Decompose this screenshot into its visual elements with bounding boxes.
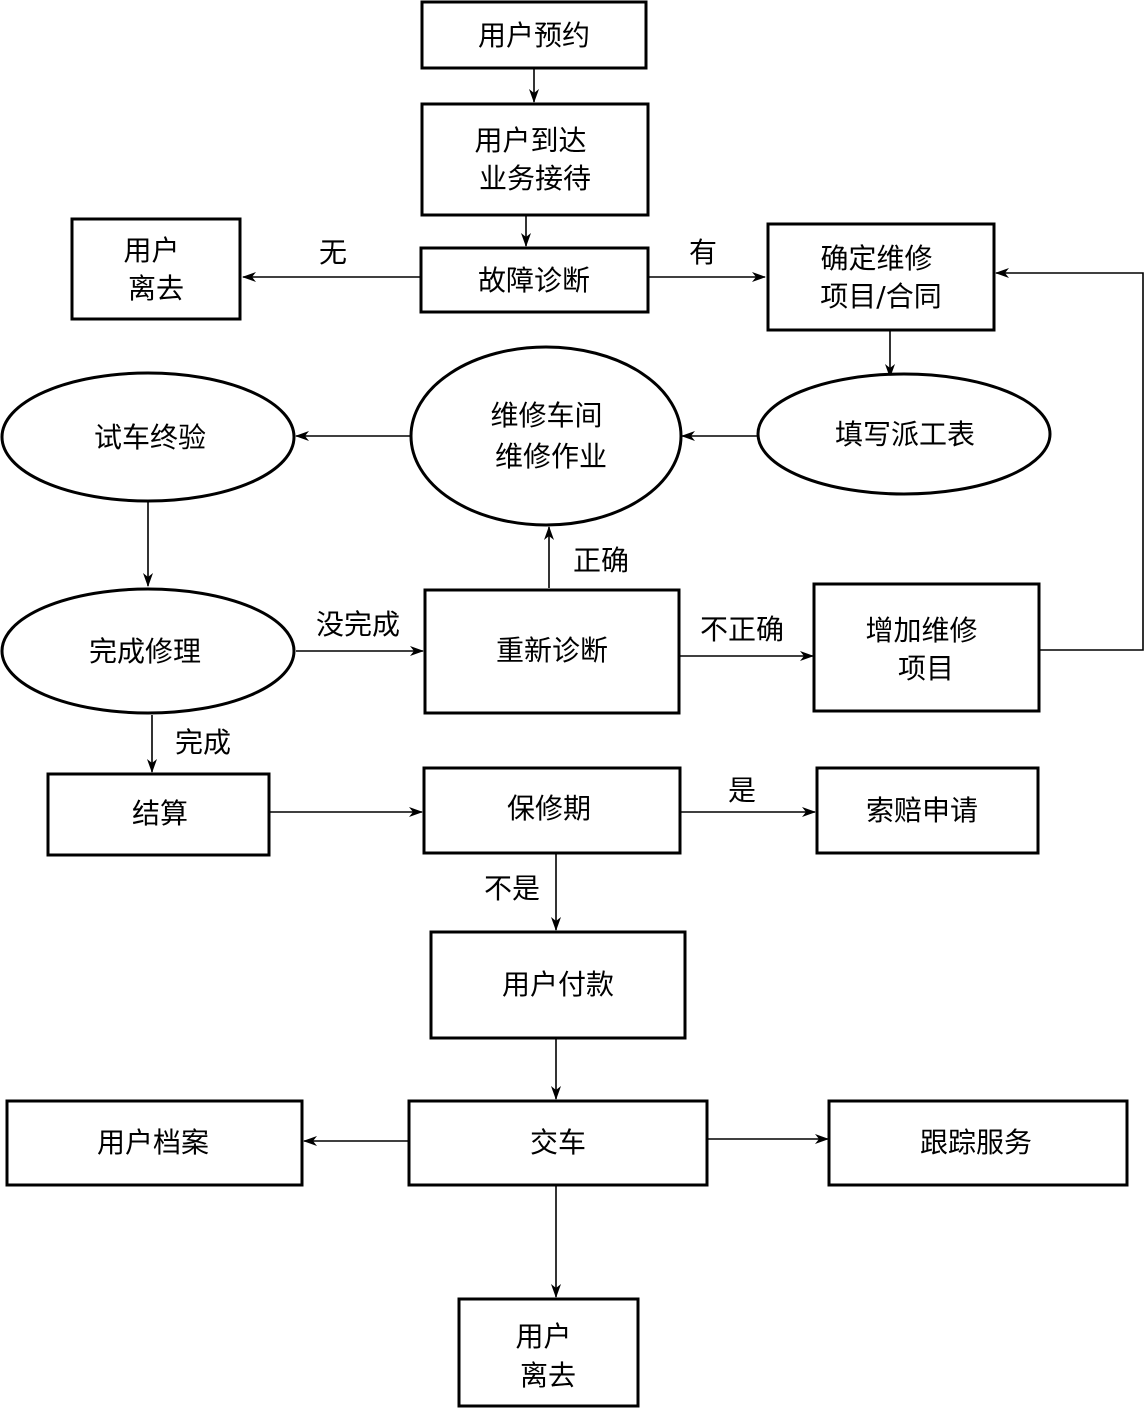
node-add-items-label: 增加维修 项目	[866, 614, 987, 685]
node-appointment-label: 用户预约	[478, 19, 590, 52]
label-yes: 是	[728, 774, 756, 807]
node-test-drive-label: 试车终验	[94, 421, 206, 454]
label-no: 不是	[484, 872, 540, 905]
label-correct: 正确	[573, 544, 629, 577]
node-leave-top: 用户 离去	[70, 217, 242, 321]
edge-labels: 无 有 正确 没完成 不正确 完成 是 不是	[175, 236, 784, 905]
node-warranty-label: 保修期	[507, 792, 591, 825]
label-not-finished: 没完成	[316, 608, 400, 641]
node-arrival-label: 用户到达 业务接待	[475, 124, 596, 195]
node-test-drive: 试车终验	[0, 371, 296, 503]
node-appointment: 用户预约	[420, 0, 648, 70]
node-complete-repair: 完成修理	[0, 587, 296, 715]
node-complete-repair-label: 完成修理	[89, 635, 201, 668]
node-delivery: 交车	[407, 1099, 709, 1187]
node-settlement: 结算	[46, 772, 271, 857]
node-workshop-label: 维修车间 维修作业	[491, 399, 612, 473]
node-add-items: 增加维修 项目	[812, 582, 1041, 713]
node-workshop: 维修车间 维修作业	[409, 345, 683, 527]
label-has: 有	[689, 236, 717, 269]
label-none: 无	[319, 236, 347, 269]
node-payment: 用户付款	[429, 930, 687, 1040]
edges	[143, 68, 1144, 1298]
node-confirm-label: 确定维修 项目/合同	[820, 242, 941, 313]
node-settlement-label: 结算	[132, 797, 188, 830]
node-follow-up-label: 跟踪服务	[920, 1126, 1032, 1159]
node-diagnosis-label: 故障诊断	[478, 264, 590, 297]
node-payment-label: 用户付款	[502, 968, 614, 1001]
node-claim-label: 索赔申请	[866, 794, 978, 827]
node-customer-file: 用户档案	[5, 1099, 304, 1187]
node-leave-top-label: 用户 离去	[124, 234, 189, 305]
node-leave-bottom: 用户 离去	[457, 1297, 640, 1408]
node-dispatch: 填写派工表	[756, 372, 1052, 496]
node-rediagnosis-label: 重新诊断	[496, 634, 608, 667]
node-follow-up: 跟踪服务	[827, 1099, 1129, 1187]
node-claim: 索赔申请	[815, 766, 1040, 855]
node-customer-file-label: 用户档案	[97, 1126, 209, 1159]
label-incorrect: 不正确	[700, 613, 784, 646]
node-diagnosis: 故障诊断	[419, 246, 650, 314]
edge-add-to-confirm	[995, 268, 1144, 651]
node-dispatch-label: 填写派工表	[835, 418, 975, 451]
node-delivery-label: 交车	[530, 1126, 586, 1159]
node-rediagnosis: 重新诊断	[423, 588, 681, 715]
node-leave-bottom-label: 用户 离去	[516, 1320, 581, 1392]
node-confirm: 确定维修 项目/合同	[766, 222, 996, 332]
node-arrival: 用户到达 业务接待	[420, 102, 650, 217]
node-warranty: 保修期	[422, 766, 682, 855]
label-finished: 完成	[175, 726, 231, 759]
